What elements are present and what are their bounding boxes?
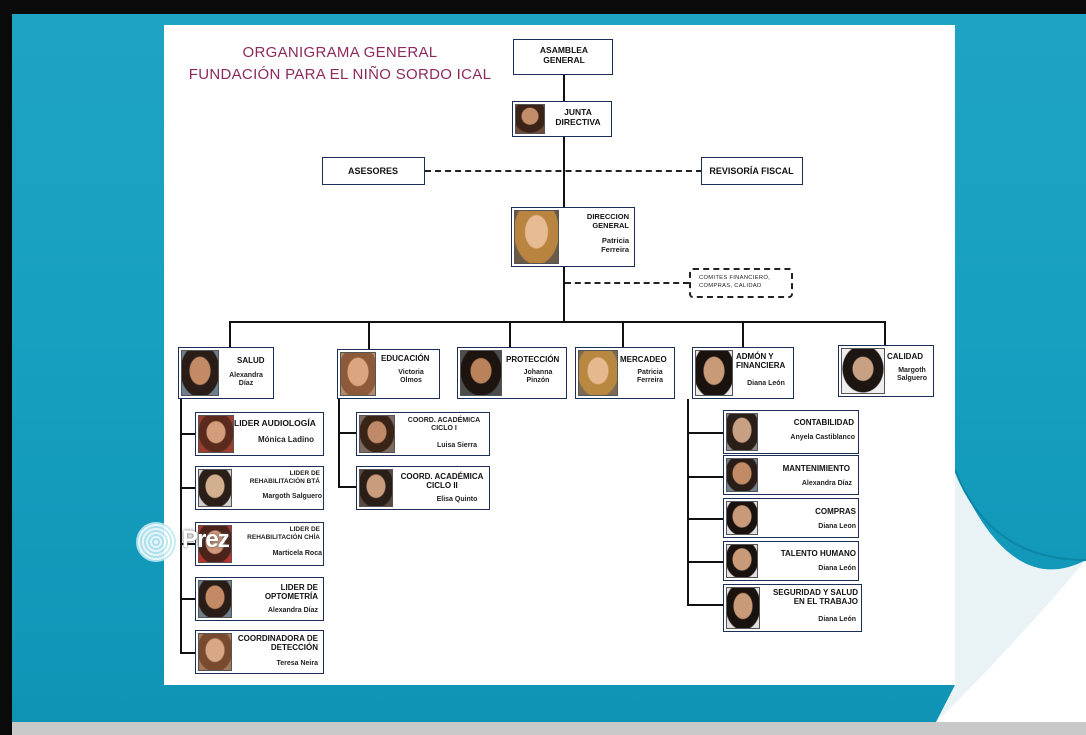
node-contabilidad[interactable]: CONTABILIDAD Anyela Castiblanco [723, 410, 859, 454]
prezi-logo-icon [136, 522, 176, 562]
connector-mercadeo-drop [622, 321, 624, 347]
portrait-photo [841, 348, 885, 394]
portrait-photo [514, 210, 559, 264]
connector-salud-branch [180, 598, 195, 600]
portrait-photo [198, 580, 232, 618]
node-lider-optometria[interactable]: LIDER DE OPTOMETRÍA Alexandra Díaz [195, 577, 324, 621]
node-coord-academica-ciclo-1[interactable]: COORD. ACADÉMICA CICLO I Luisa Sierra [356, 412, 490, 456]
connector-admon-branch [687, 518, 723, 520]
portrait-photo [359, 469, 393, 507]
connector-admon-branch [687, 561, 723, 563]
node-lider-rehabilitacion-chia[interactable]: LIDER DE REHABILITACIÓN CHÍA Marticela R… [195, 522, 324, 566]
portrait-photo [726, 587, 760, 629]
connector-main-vertical [563, 75, 565, 322]
node-compras[interactable]: COMPRAS Diana Leon [723, 498, 859, 538]
portrait-photo [198, 415, 234, 453]
portrait-photo [695, 350, 733, 396]
node-talento-humano[interactable]: TALENTO HUMANO Diana León [723, 541, 859, 581]
connector-admon-branch [687, 432, 723, 434]
portrait-photo [198, 525, 232, 563]
connector-calidad-drop [884, 321, 886, 347]
node-seguridad-salud-trabajo[interactable]: SEGURIDAD Y SALUD EN EL TRABAJO Diana Le… [723, 584, 862, 632]
portrait-photo [578, 350, 618, 396]
chart-title-line-2: FUNDACIÓN PARA EL NIÑO SORDO ICAL [188, 66, 492, 83]
prezi-watermark-text: Prez [182, 526, 230, 553]
connector-admon-branch [687, 604, 723, 606]
portrait-photo [198, 633, 232, 671]
connector-educacion-branch [338, 432, 356, 434]
connector-salud-branch [180, 433, 195, 435]
portrait-photo [460, 350, 502, 396]
prezi-watermark: Prez [136, 522, 246, 566]
viewer-bottom-bar [12, 722, 1086, 735]
connector-salud-tree [180, 399, 182, 654]
portrait-photo [726, 501, 758, 535]
chart-title-line-1: ORGANIGRAMA GENERAL [242, 44, 438, 61]
node-area-proteccion[interactable]: PROTECCIÓN Johanna Pinzón [457, 347, 567, 399]
node-area-educacion[interactable]: EDUCACIÓN Victoria Olmos [337, 349, 440, 399]
connector-salud-branch [180, 652, 195, 654]
node-lider-rehabilitacion-bta[interactable]: LIDER DE REHABILITACIÓN BTÁ Margoth Salg… [195, 466, 324, 510]
portrait-photo [726, 458, 758, 492]
node-area-admon-financiera[interactable]: ADMÓN Y FINANCIERA Diana León [692, 347, 794, 399]
connector-areas-bus [229, 321, 886, 323]
portrait-photo [359, 415, 395, 453]
node-junta-directiva[interactable]: JUNTA DIRECTIVA [512, 101, 612, 137]
node-coordinadora-deteccion[interactable]: COORDINADORA DE DETECCIÓN Teresa Neira [195, 630, 324, 674]
connector-advisory-dashed [425, 170, 702, 172]
node-coord-academica-ciclo-2[interactable]: COORD. ACADÉMICA CICLO II Elisa Quinto [356, 466, 490, 510]
node-mantenimiento[interactable]: MANTENIMIENTO Alexandra Díaz [723, 455, 859, 495]
connector-salud-drop [229, 321, 231, 347]
portrait-photo [198, 469, 232, 507]
connector-educacion-tree [338, 399, 340, 487]
portrait-photo [726, 413, 758, 451]
connector-educacion-branch [338, 486, 356, 488]
portrait-photo [181, 350, 219, 396]
node-area-calidad[interactable]: CALIDAD Margoth Salguero [838, 345, 934, 397]
connector-proteccion-drop [509, 321, 511, 347]
node-lider-audiologia[interactable]: LIDER AUDIOLOGÍA Mónica Ladino [195, 412, 324, 456]
node-area-salud[interactable]: SALUD Alexandra Díaz [178, 347, 274, 399]
connector-admon-drop [742, 321, 744, 347]
connector-salud-branch [180, 543, 195, 545]
connector-admon-tree [687, 399, 689, 605]
node-direccion-general[interactable]: DIRECCION GENERAL Patricia Ferreira [511, 207, 635, 267]
node-revisoria-fiscal[interactable]: REVISORÍA FISCAL [701, 157, 803, 185]
portrait-photo [340, 352, 376, 396]
node-area-mercadeo[interactable]: MERCADEO Patricia Ferreira [575, 347, 675, 399]
connector-educacion-drop [368, 321, 370, 349]
connector-admon-branch [687, 476, 723, 478]
portrait-photo [515, 104, 545, 134]
node-comites[interactable]: COMITES FINANCIERO, COMPRAS, CALIDAD [689, 268, 793, 298]
portrait-photo [726, 544, 758, 578]
connector-salud-branch [180, 487, 195, 489]
connector-committees-dashed [565, 282, 689, 284]
node-asesores[interactable]: ASESORES [322, 157, 425, 185]
node-asamblea-general[interactable]: ASAMBLEA GENERAL [513, 39, 613, 75]
